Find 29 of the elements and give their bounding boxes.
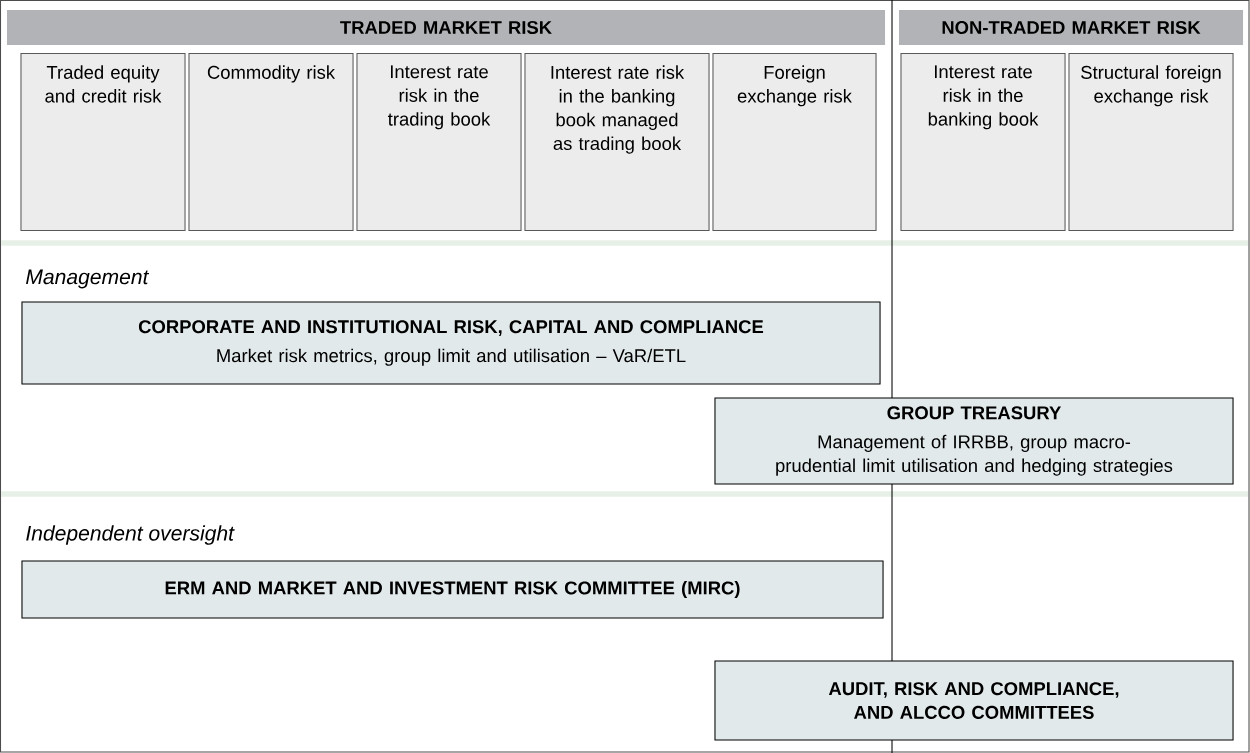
node-label: Traded equity and credit risk <box>45 65 162 103</box>
risk-box <box>356 53 522 232</box>
risk-box <box>524 53 710 232</box>
risk-box <box>712 53 877 232</box>
node-label: AUDIT, RISK AND COMPLIANCE, AND ALCCO COMMITTEES <box>828 682 1119 719</box>
header-band <box>899 10 1244 45</box>
node-label: Interest rate risk in the trading book <box>387 65 491 130</box>
node-label: CORPORATE AND INSTITUTIONAL RISK, CAPITAL AND COMPLIANCE <box>138 320 764 336</box>
node-label: Interest rate risk in the banking book <box>928 65 1039 130</box>
node-label: TRADED MARKET RISK <box>340 20 552 35</box>
node-label: Foreign exchange risk <box>737 65 852 107</box>
committee-box <box>714 660 1234 741</box>
risk-box <box>188 53 354 232</box>
node-label: ERM AND MARKET AND INVESTMENT RISK COMMITTEE (MIRC) <box>165 580 740 599</box>
committee-box <box>714 397 1234 485</box>
node-label: GROUP TREASURY <box>887 406 1062 420</box>
node-label: Interest rate risk in the banking book managed as trading book <box>551 65 685 154</box>
risk-box <box>900 53 1066 232</box>
section-label: Management <box>26 269 150 289</box>
committee-box <box>21 560 884 619</box>
node-label: Commodity risk <box>207 65 336 83</box>
header-band <box>7 10 886 45</box>
node-label: Management of IRRBB, group macro-prudential limit utilisation and hedging strategies <box>776 434 1173 476</box>
node-label: Structural foreign exchange risk <box>1081 65 1221 107</box>
risk-box <box>1068 53 1234 232</box>
node-label: Market risk metrics, group limit and utilisation – VaR/ETL <box>217 348 686 366</box>
committee-box <box>21 301 881 385</box>
node-label: NON-TRADED MARKET RISK <box>942 20 1201 35</box>
risk-box <box>20 53 186 232</box>
